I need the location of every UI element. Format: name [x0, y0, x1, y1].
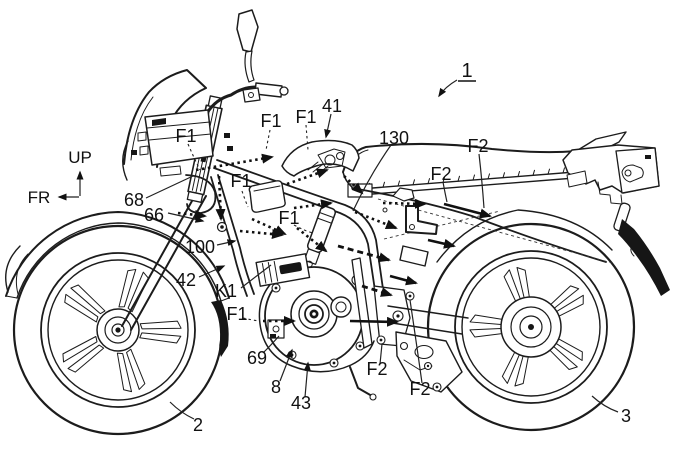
bar-end — [279, 86, 289, 96]
label-41: 41 — [322, 96, 342, 116]
crankcase-outline — [258, 275, 375, 373]
battery-box — [399, 245, 429, 267]
label-f2-3: F2 — [366, 359, 387, 379]
cowl-lower-edge — [351, 187, 607, 263]
f2-flow-arrows — [337, 202, 492, 327]
rear-inner-fender — [436, 209, 613, 263]
tail-bracket — [613, 202, 631, 232]
leader-2 — [169, 401, 195, 420]
underseat-components — [382, 187, 438, 267]
rear-wheel — [426, 222, 636, 432]
leader-f1b — [305, 124, 309, 151]
leader-k1 — [240, 264, 272, 289]
label-43: 43 — [291, 393, 311, 413]
chain-guard — [395, 331, 463, 393]
label-68: 68 — [124, 190, 144, 210]
leader-42 — [198, 265, 226, 278]
leader-8 — [279, 348, 293, 382]
leader-f1d — [241, 190, 249, 208]
label-2: 2 — [193, 415, 203, 435]
label-k1: K1 — [215, 281, 237, 301]
label-8: 8 — [271, 377, 281, 397]
bar-clamp — [242, 87, 261, 103]
leader-fig1 — [438, 79, 458, 98]
label-f1-1: F1 — [260, 111, 281, 131]
mirror — [236, 9, 259, 83]
mirror-stalk — [244, 50, 255, 83]
f1-flow-arrows — [177, 153, 427, 326]
label-66: 66 — [144, 205, 164, 225]
leader-f1e — [293, 224, 314, 234]
label-f1-3: F1 — [175, 126, 196, 146]
label-f2-1: F2 — [430, 164, 451, 184]
label-f1-6: F1 — [226, 304, 247, 324]
label-69: 69 — [247, 348, 267, 368]
front-fender-blade — [211, 300, 229, 357]
engine — [255, 253, 415, 401]
front-wheel — [12, 224, 224, 436]
mirror-head — [236, 9, 259, 53]
pivot-plate — [373, 285, 411, 347]
leader-43 — [303, 361, 311, 398]
labels: UP FR 1 41 130 F1 F1 F1 F1 F1 F1 F2 F2 F… — [28, 60, 631, 435]
taillight-lens — [621, 164, 644, 183]
label-f2-2: F2 — [467, 136, 488, 156]
leader-68 — [145, 175, 194, 199]
front-fender — [5, 211, 230, 357]
label-up: UP — [68, 148, 92, 167]
leader-lines — [145, 79, 619, 420]
fender-stay-hook — [185, 174, 217, 214]
label-fig-1: 1 — [461, 60, 472, 82]
leader-f2d — [409, 299, 423, 384]
leader-66 — [167, 212, 205, 223]
rear-fender-blade — [618, 219, 670, 296]
leader-f2a — [442, 181, 448, 203]
intake-duct — [248, 180, 286, 213]
label-3: 3 — [621, 406, 631, 426]
headlight-unit — [122, 109, 217, 214]
label-f2-4: F2 — [409, 379, 430, 399]
rear-cowl — [351, 187, 613, 264]
leader-f2b — [478, 153, 485, 209]
cowl-front-edge — [122, 140, 129, 181]
tank-airbox — [248, 139, 360, 213]
seat-rail — [359, 169, 601, 196]
cylinder — [255, 253, 311, 287]
label-100: 100 — [185, 237, 215, 257]
label-42: 42 — [176, 270, 196, 290]
label-f1-5: F1 — [278, 208, 299, 228]
leader-3 — [591, 395, 619, 413]
engine-hanger-plate — [351, 257, 373, 349]
leader-69 — [262, 335, 280, 354]
leader-100 — [216, 239, 237, 247]
label-f1-4: F1 — [230, 171, 251, 191]
down-tube — [210, 176, 248, 297]
label-f1-2: F1 — [295, 107, 316, 127]
leader-f1a — [265, 129, 271, 151]
tail-section — [562, 131, 670, 296]
l-bracket — [405, 205, 438, 235]
leader-f1c — [187, 143, 201, 171]
orientation-axes — [57, 170, 84, 201]
label-fr: FR — [28, 188, 51, 207]
leader-41 — [324, 113, 332, 139]
leader-f2c — [379, 343, 383, 365]
leader-130 — [352, 144, 392, 212]
label-130: 130 — [379, 128, 409, 148]
handlebar — [205, 82, 289, 115]
leader-f1f — [242, 317, 260, 322]
side-stand — [349, 366, 373, 397]
